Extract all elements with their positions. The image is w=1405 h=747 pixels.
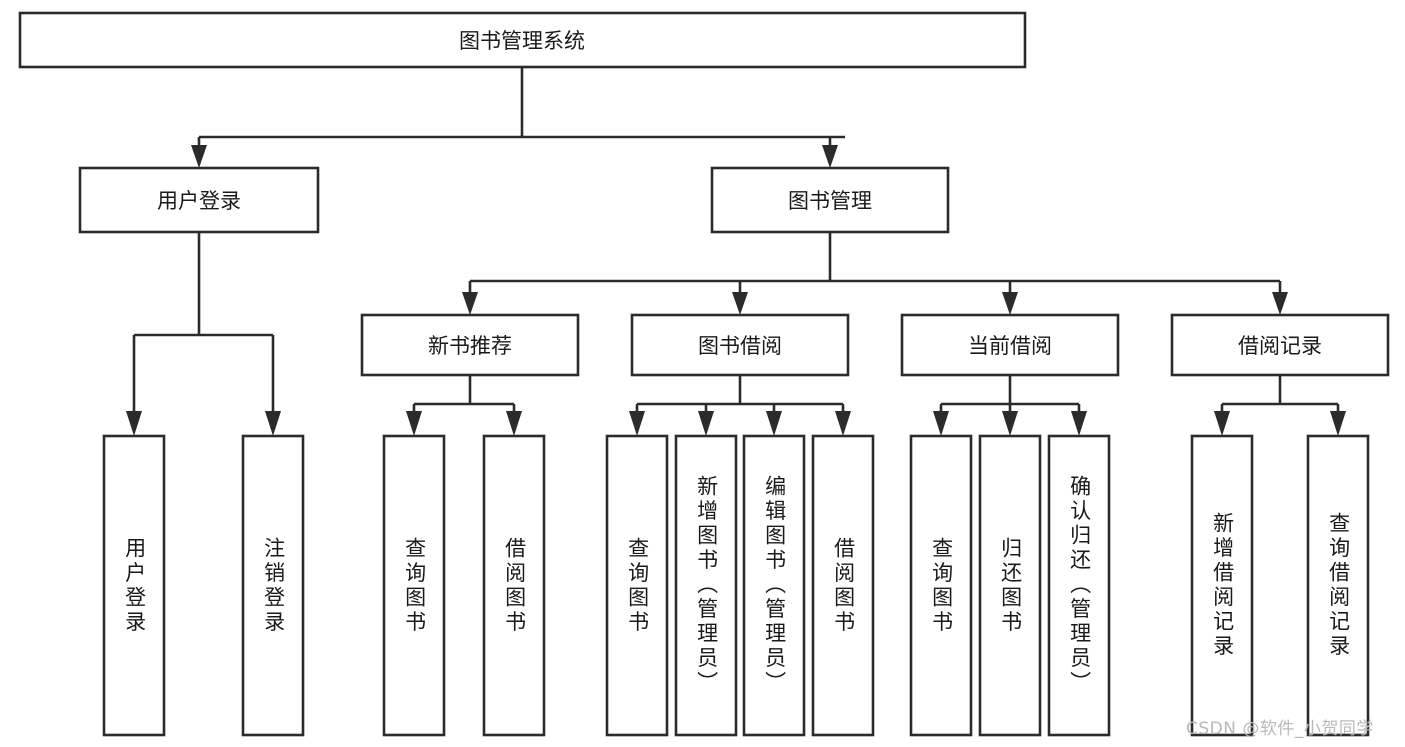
node-book-borrow-label: 图书借阅 — [698, 334, 782, 358]
node-root-system-label: 图书管理系统 — [459, 29, 585, 53]
leaf-new-book-0[interactable] — [382, 434, 446, 737]
watermark: CSDN @软件_小贺同学 — [1186, 719, 1374, 739]
node-borrow-record[interactable] — [1170, 313, 1390, 377]
node-user-login[interactable] — [78, 166, 320, 234]
node-book-borrow[interactable] — [630, 313, 850, 377]
leaf-new-book-1[interactable] — [482, 434, 546, 737]
node-current-borrow-label: 当前借阅 — [968, 334, 1052, 358]
node-new-book-recommend[interactable] — [360, 313, 580, 377]
node-root-system[interactable] — [18, 11, 1027, 69]
leaf-borrow-record-1[interactable] — [1306, 434, 1370, 737]
connector-current-borrow-to-leaves — [933, 375, 1087, 436]
node-new-book-recommend-label: 新书推荐 — [428, 334, 512, 358]
connector-new-book-to-leaves — [406, 375, 522, 436]
leaf-book-borrow-2[interactable] — [742, 434, 806, 737]
leaf-current-borrow-2[interactable] — [1047, 434, 1111, 737]
leaf-user-login-0[interactable] — [102, 434, 166, 737]
leaf-user-login-1[interactable] — [241, 434, 305, 737]
node-user-login-label: 用户登录 — [157, 189, 241, 213]
leaf-book-borrow-1[interactable] — [674, 434, 738, 737]
leaf-book-borrow-0[interactable] — [605, 434, 669, 737]
leaf-borrow-record-0[interactable] — [1190, 434, 1254, 737]
leaf-current-borrow-0[interactable] — [909, 434, 973, 737]
connector-root-to-level2 — [191, 67, 845, 168]
node-book-manage-label: 图书管理 — [788, 189, 872, 213]
connector-borrow-record-to-leaves — [1214, 375, 1346, 436]
arrow-to-book-manage — [822, 145, 838, 168]
node-current-borrow[interactable] — [900, 313, 1120, 377]
connector-book-manage-to-level3 — [462, 232, 1288, 315]
connector-user-login-to-leaves — [126, 232, 281, 436]
arrow-to-user-login — [191, 145, 207, 168]
node-book-manage[interactable] — [710, 166, 950, 234]
leaf-current-borrow-1[interactable] — [978, 434, 1042, 737]
node-borrow-record-label: 借阅记录 — [1238, 334, 1322, 358]
leaf-book-borrow-3[interactable] — [811, 434, 875, 737]
connector-book-borrow-to-leaves — [629, 375, 851, 436]
